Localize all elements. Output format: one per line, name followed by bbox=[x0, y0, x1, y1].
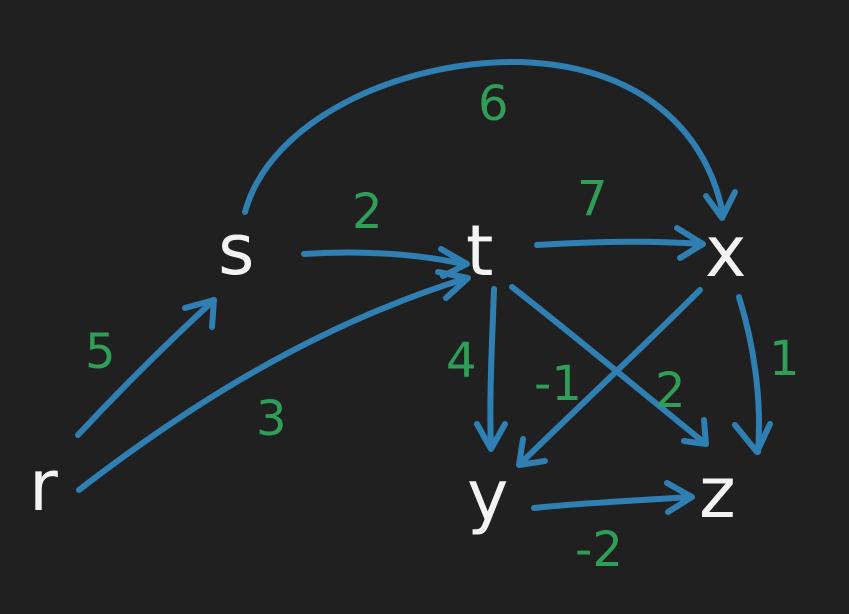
weight-x-y: -1 bbox=[534, 356, 582, 412]
edge-r-s-arrowhead bbox=[182, 297, 217, 330]
edge-t-z-arrowhead bbox=[681, 417, 709, 447]
node-r: r bbox=[29, 445, 58, 527]
node-s: s bbox=[218, 209, 254, 291]
edge-t-y-arrowhead bbox=[474, 421, 508, 452]
weight-r-s: 5 bbox=[85, 324, 116, 380]
edge-x-z-arrowhead bbox=[732, 421, 773, 455]
edge-x-z bbox=[736, 294, 763, 455]
edge-x-y bbox=[517, 287, 703, 467]
edge-r-t-arrowhead bbox=[435, 269, 471, 301]
edge-r-s bbox=[75, 297, 217, 438]
edge-y-z bbox=[531, 494, 693, 511]
weight-s-t: 2 bbox=[352, 184, 383, 240]
weight-t-x: 7 bbox=[577, 171, 608, 227]
weight-x-z: 1 bbox=[769, 331, 800, 387]
edge-r-t bbox=[76, 275, 470, 493]
node-t: t bbox=[466, 210, 493, 292]
node-z: z bbox=[699, 452, 736, 534]
node-y: y bbox=[467, 455, 508, 537]
edge-x-y-arrowhead bbox=[516, 436, 548, 468]
weight-r-t: 3 bbox=[256, 391, 287, 447]
weight-t-z: 2 bbox=[655, 363, 686, 419]
edge-s-t bbox=[301, 249, 466, 267]
weight-t-y: 4 bbox=[446, 333, 477, 389]
edge-y-z-arrowhead bbox=[664, 480, 695, 515]
edge-t-x-arrowhead bbox=[674, 225, 706, 261]
node-x: x bbox=[705, 211, 746, 293]
edge-t-x bbox=[534, 238, 705, 248]
weight-s-x: 6 bbox=[478, 76, 509, 132]
edge-t-y bbox=[487, 286, 497, 451]
edge-t-z bbox=[509, 284, 709, 447]
edge-s-x bbox=[242, 58, 725, 215]
weight-y-z: -2 bbox=[575, 522, 623, 578]
edge-s-x-arrowhead bbox=[703, 189, 738, 221]
